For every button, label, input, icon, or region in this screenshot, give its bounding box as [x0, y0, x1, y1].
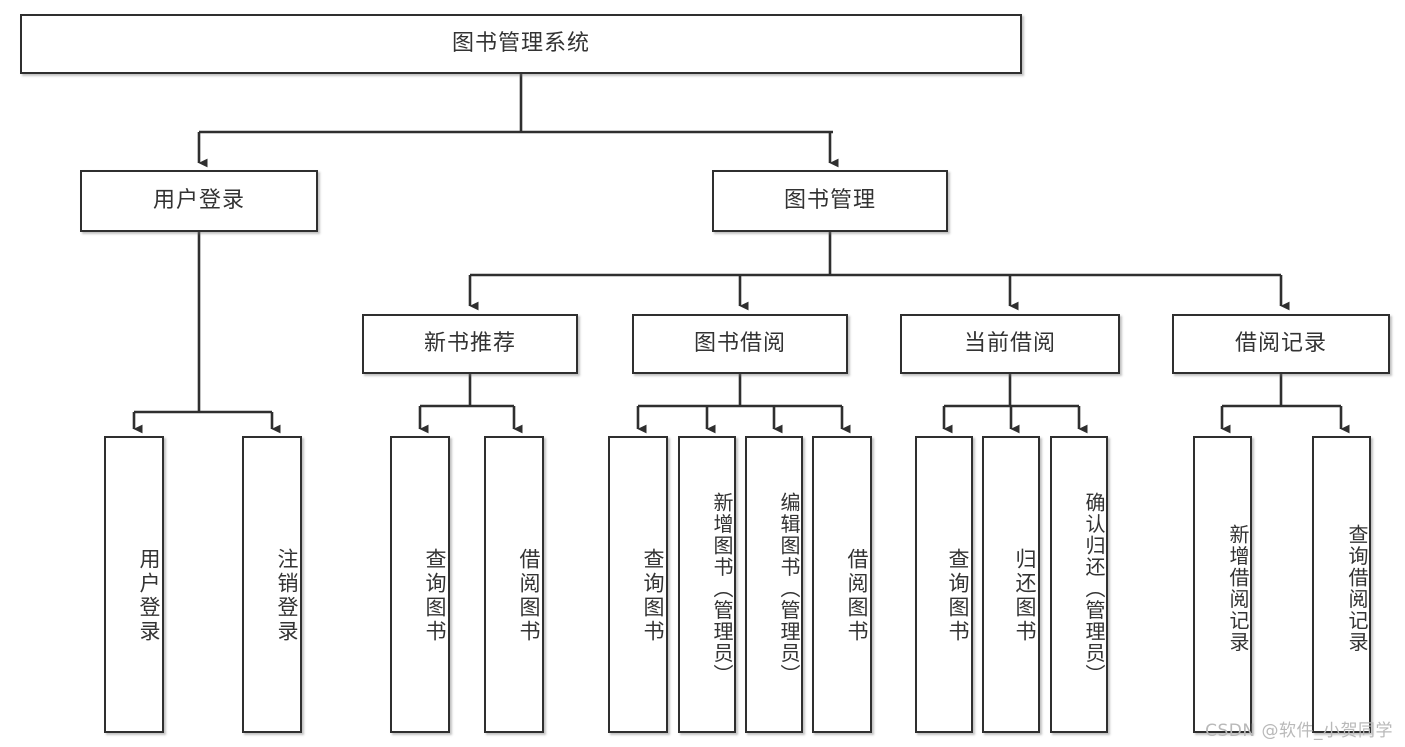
node-user-login[interactable]: 用户登录	[80, 170, 318, 232]
node-leaf-query-record-label: 查询借阅记录	[1345, 524, 1369, 653]
node-root-label: 图书管理系统	[451, 30, 590, 56]
node-book-manage-label: 图书管理	[783, 187, 876, 213]
node-borrow-record-label: 借阅记录	[1234, 330, 1327, 356]
node-leaf-borrow-book-rec-label: 借阅图书	[517, 547, 541, 644]
watermark: CSDN @软件_小贺同学	[1205, 721, 1393, 741]
node-leaf-edit-book-label: 编辑图书（管理员）	[777, 491, 801, 686]
node-book-manage[interactable]: 图书管理	[712, 170, 948, 232]
node-leaf-return-book[interactable]: 归还图书	[982, 436, 1040, 733]
node-new-book-rec-label: 新书推荐	[423, 330, 516, 356]
node-current-borrow[interactable]: 当前借阅	[900, 314, 1120, 374]
node-book-borrow[interactable]: 图书借阅	[632, 314, 848, 374]
node-leaf-add-book-label: 新增图书（管理员）	[710, 491, 734, 686]
node-leaf-user-login[interactable]: 用户登录	[104, 436, 164, 733]
node-leaf-user-logout-label: 注销登录	[275, 547, 299, 644]
node-leaf-user-login-label: 用户登录	[137, 547, 161, 644]
node-user-login-label: 用户登录	[152, 187, 245, 213]
node-book-borrow-label: 图书借阅	[693, 330, 786, 356]
node-current-borrow-label: 当前借阅	[963, 330, 1056, 356]
node-leaf-query-book-bor[interactable]: 查询图书	[608, 436, 668, 733]
node-leaf-query-book-cur-label: 查询图书	[946, 547, 970, 644]
node-leaf-return-book-label: 归还图书	[1013, 547, 1037, 644]
node-leaf-add-record[interactable]: 新增借阅记录	[1193, 436, 1252, 733]
node-root[interactable]: 图书管理系统	[20, 14, 1022, 74]
node-leaf-query-book-rec-label: 查询图书	[423, 547, 447, 644]
node-leaf-confirm-return-label: 确认归还（管理员）	[1082, 491, 1106, 686]
node-leaf-query-book-cur[interactable]: 查询图书	[915, 436, 973, 733]
node-leaf-borrow-book-rec[interactable]: 借阅图书	[484, 436, 544, 733]
node-leaf-query-book-bor-label: 查询图书	[641, 547, 665, 644]
node-leaf-query-book-rec[interactable]: 查询图书	[390, 436, 450, 733]
node-leaf-edit-book[interactable]: 编辑图书（管理员）	[745, 436, 803, 733]
node-leaf-add-record-label: 新增借阅记录	[1226, 524, 1250, 653]
node-leaf-query-record[interactable]: 查询借阅记录	[1312, 436, 1371, 733]
node-leaf-confirm-return[interactable]: 确认归还（管理员）	[1050, 436, 1108, 733]
node-leaf-borrow-book-bor[interactable]: 借阅图书	[812, 436, 872, 733]
node-leaf-borrow-book-bor-label: 借阅图书	[845, 547, 869, 644]
node-leaf-add-book[interactable]: 新增图书（管理员）	[678, 436, 736, 733]
node-new-book-rec[interactable]: 新书推荐	[362, 314, 578, 374]
node-leaf-user-logout[interactable]: 注销登录	[242, 436, 302, 733]
node-borrow-record[interactable]: 借阅记录	[1172, 314, 1390, 374]
